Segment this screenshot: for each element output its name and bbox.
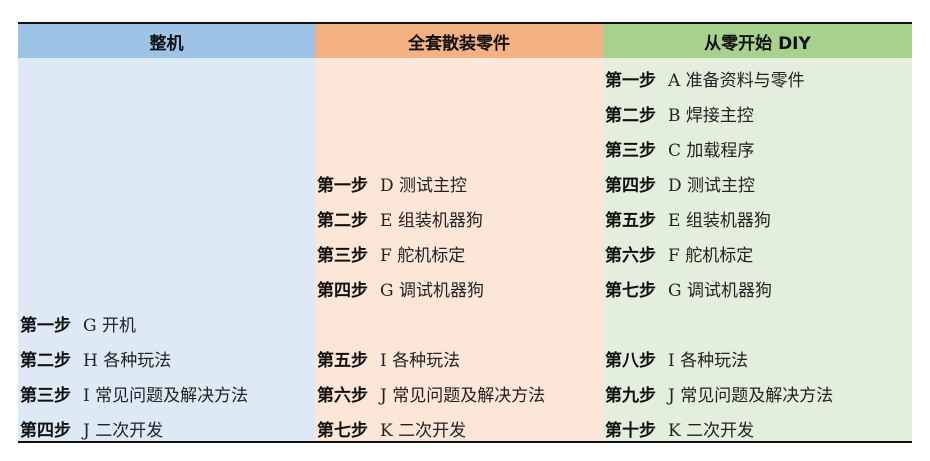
step-description: G 调试机器狗: [668, 281, 772, 301]
step-number: 第二步: [605, 106, 656, 126]
step-row: 第六步 F 舵机标定: [605, 236, 753, 271]
step-description: B 焊接主控: [668, 106, 754, 126]
step-description: H 各种玩法: [83, 351, 172, 371]
step-row: 第一步 G 开机: [20, 306, 136, 341]
step-description: K 二次开发: [668, 421, 755, 441]
step-description: F 舵机标定: [380, 246, 466, 266]
step-description: E 组装机器狗: [380, 211, 483, 231]
step-number: 第一步: [605, 71, 656, 91]
step-description: F 舵机标定: [668, 246, 754, 266]
column-header: 全套散装零件: [315, 24, 603, 58]
step-description: J 常见问题及解决方法: [668, 386, 834, 406]
step-row: 第四步 D 测试主控: [605, 166, 755, 201]
step-number: 第六步: [605, 246, 656, 266]
table-top-rule: [18, 22, 912, 24]
step-row: 第二步 H 各种玩法: [20, 341, 171, 376]
step-row: 第五步 I 各种玩法: [317, 341, 460, 376]
step-number: 第五步: [317, 351, 368, 371]
step-row: 第一步 D 测试主控: [317, 166, 467, 201]
step-description: G 调试机器狗: [380, 281, 484, 301]
step-description: G 开机: [83, 316, 136, 336]
step-row: 第七步 G 调试机器狗: [605, 271, 772, 306]
column-complete-machine: 整机 第一步 G 开机第二步 H 各种玩法第三步 I 常见问题及解决方法第四步 J 二次…: [18, 24, 315, 441]
step-description: C 加载程序: [668, 141, 755, 161]
step-row: 第三步 F 舵机标定: [317, 236, 465, 271]
step-row: 第十步 K 二次开发: [605, 411, 754, 446]
step-number: 第八步: [605, 351, 656, 371]
step-description: E 组装机器狗: [668, 211, 771, 231]
step-row: 第九步 J 常见问题及解决方法: [605, 376, 833, 411]
column-header: 从零开始 DIY: [603, 24, 912, 58]
column-parts-kit: 全套散装零件 第一步 D 测试主控第二步 E 组装机器狗第三步 F 舵机标定第四步 G …: [315, 24, 603, 441]
step-row: 第五步 E 组装机器狗: [605, 201, 771, 236]
step-row: 第四步 G 调试机器狗: [317, 271, 484, 306]
step-description: D 测试主控: [380, 176, 468, 196]
step-description: I 各种玩法: [380, 351, 461, 371]
step-number: 第一步: [317, 176, 368, 196]
step-number: 第七步: [605, 281, 656, 301]
step-number: 第九步: [605, 386, 656, 406]
step-number: 第三步: [317, 246, 368, 266]
step-description: K 二次开发: [380, 421, 467, 441]
step-row: 第四步 J 二次开发: [20, 411, 163, 446]
step-number: 第三步: [605, 141, 656, 161]
step-number: 第一步: [20, 316, 71, 336]
step-row: 第二步 E 组装机器狗: [317, 201, 483, 236]
step-row: 第一步 A 准备资料与零件: [605, 61, 805, 96]
step-description: A 准备资料与零件: [668, 71, 805, 91]
step-row: 第二步 B 焊接主控: [605, 96, 754, 131]
step-number: 第五步: [605, 211, 656, 231]
step-row: 第三步 C 加载程序: [605, 131, 754, 166]
step-number: 第六步: [317, 386, 368, 406]
column-header: 整机: [18, 24, 315, 58]
step-number: 第十步: [605, 421, 656, 441]
step-number: 第四步: [317, 281, 368, 301]
step-description: I 各种玩法: [668, 351, 749, 371]
step-number: 第四步: [605, 176, 656, 196]
step-row: 第三步 I 常见问题及解决方法: [20, 376, 248, 411]
step-description: D 测试主控: [668, 176, 756, 196]
step-row: 第八步 I 各种玩法: [605, 341, 748, 376]
table-bottom-rule: [18, 441, 912, 443]
step-row: 第六步 J 常见问题及解决方法: [317, 376, 545, 411]
step-row: 第七步 K 二次开发: [317, 411, 466, 446]
step-number: 第二步: [20, 351, 71, 371]
step-number: 第四步: [20, 421, 71, 441]
step-number: 第七步: [317, 421, 368, 441]
step-description: I 常见问题及解决方法: [83, 386, 249, 406]
step-description: J 二次开发: [83, 421, 164, 441]
step-number: 第三步: [20, 386, 71, 406]
step-number: 第二步: [317, 211, 368, 231]
step-description: J 常见问题及解决方法: [380, 386, 546, 406]
